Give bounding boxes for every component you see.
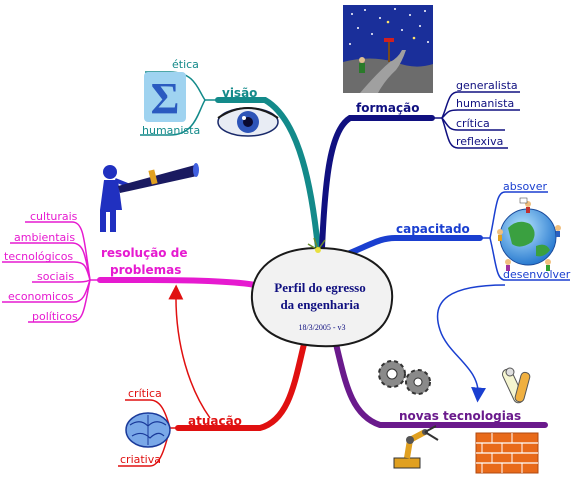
resolucao-item-ambientais: ambientais — [14, 231, 75, 244]
resolucao-item-line — [2, 261, 91, 281]
novas-label: novas tecnologias — [399, 409, 521, 423]
resolucao-item-economicos: economicos — [8, 290, 74, 303]
branch-resolucao: resolução de problemas culturais ambient… — [2, 210, 258, 323]
capacitado-item-desenvolver: desenvolver — [503, 268, 571, 281]
telescope-person-icon — [100, 163, 199, 232]
visao-label: visão — [222, 86, 257, 100]
formacao-item-critica: crítica — [456, 117, 490, 130]
atuacao-item-criativa: criativa — [120, 453, 161, 466]
test-tube-icon — [502, 367, 531, 404]
formacao-item-generalista: generalista — [456, 79, 518, 92]
visao-item-etica: ética — [172, 58, 199, 71]
formacao-item-line — [441, 91, 520, 119]
formacao-item-humanista: humanista — [456, 97, 514, 110]
capacitado-to-novas-arrow — [436, 284, 506, 403]
sprout-seed-icon — [315, 247, 321, 253]
night-road-icon — [343, 5, 433, 93]
atuacao-item-critica: crítica — [128, 387, 162, 400]
resolucao-item-line — [32, 279, 91, 283]
visao-branch-line — [215, 97, 321, 251]
center-title-line1: Perfil do egresso — [274, 280, 365, 295]
formacao-label: formação — [356, 101, 419, 115]
capacitado-item-absover: absover — [503, 180, 547, 193]
resolucao-label-line2: problemas — [110, 263, 181, 277]
center-date: 18/3/2005 - v3 — [298, 323, 345, 332]
capacitado-item-line — [489, 237, 570, 281]
branch-formacao: formação generalista humanista crítica r… — [319, 79, 520, 251]
center-node-shape — [250, 246, 394, 348]
capacitado-label: capacitado — [396, 222, 470, 236]
visao-item-line — [140, 99, 206, 136]
branch-atuacao: atuação crítica criativa — [118, 284, 308, 467]
capacitado-item-line — [489, 191, 548, 239]
sigma-icon: Σ — [144, 72, 186, 123]
resolucao-item-sociais: sociais — [37, 270, 74, 283]
atuacao-branch-line — [175, 337, 308, 431]
atuacao-to-resolucao-arrow — [168, 284, 211, 419]
atuacao-label: atuação — [188, 414, 242, 428]
resolucao-label-line1: resolução de — [101, 246, 187, 260]
resolucao-item-culturais: culturais — [30, 210, 78, 223]
branch-novas: novas tecnologias — [332, 337, 548, 428]
brick-wall-icon — [475, 432, 539, 474]
center-title-line2: da engenharia — [280, 297, 360, 312]
robot-arm-icon — [393, 425, 439, 469]
formacao-item-line — [441, 109, 520, 119]
branch-visao: visão ética humanista — [140, 58, 321, 251]
svg-text:Σ: Σ — [151, 74, 180, 123]
formacao-item-line — [441, 117, 508, 149]
resolucao-item-line — [28, 279, 91, 323]
brain-icon — [125, 412, 171, 448]
visao-item-humanista: humanista — [142, 124, 200, 137]
eye-icon — [217, 107, 279, 137]
formacao-item-reflexiva: reflexiva — [456, 135, 503, 148]
resolucao-branch-line — [97, 277, 258, 288]
center-node: Perfil do egresso da engenharia 18/3/200… — [250, 237, 394, 348]
formacao-item-line — [441, 117, 505, 131]
novas-branch-line — [332, 337, 548, 428]
gears-icon — [378, 360, 431, 395]
capacitado-branch-line — [342, 235, 483, 258]
globe-people-icon — [497, 197, 561, 271]
formacao-branch-line — [319, 115, 435, 251]
resolucao-item-tecnologicos: tecnológicos — [4, 250, 73, 263]
resolucao-item-politicos: políticos — [32, 310, 78, 323]
